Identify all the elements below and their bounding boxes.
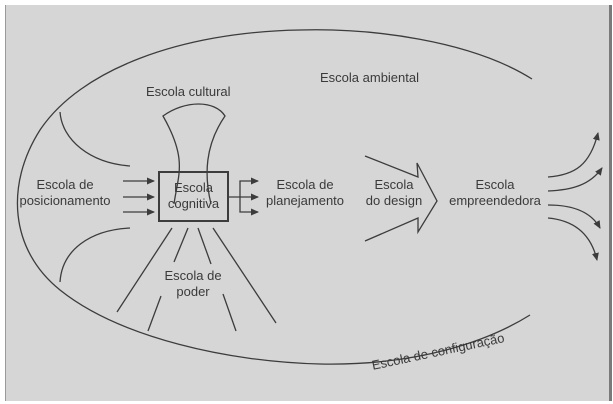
label-line: posicionamento bbox=[19, 193, 111, 208]
label-escola-ambiental: Escola ambiental bbox=[320, 70, 419, 85]
environment-curve bbox=[16, 29, 533, 365]
label-line: do design bbox=[365, 193, 423, 208]
inner-curve-bottom bbox=[59, 227, 131, 283]
label-line: Escola de bbox=[164, 268, 222, 283]
label-escola-planejamento: Escola de planejamento bbox=[260, 177, 350, 209]
diagram-background bbox=[5, 5, 612, 401]
label-escola-poder: Escola de poder bbox=[153, 268, 233, 300]
label-escola-design: Escola do design bbox=[360, 177, 428, 209]
label-escola-posicionamento: Escola de posicionamento bbox=[10, 177, 120, 209]
label-line: Escola bbox=[173, 180, 214, 195]
label-line: planejamento bbox=[265, 193, 345, 208]
label-line: poder bbox=[176, 284, 210, 299]
label-escola-empreendedora: Escola empreendedora bbox=[442, 177, 548, 209]
label-line: Escola bbox=[475, 177, 515, 192]
design-school-chevron bbox=[364, 155, 438, 242]
inner-curve-top bbox=[59, 111, 131, 167]
label-line: cognitiva bbox=[167, 196, 220, 211]
label-line: Escola de bbox=[36, 177, 94, 192]
label-escola-cognitiva: Escola cognitiva bbox=[159, 180, 228, 212]
label-escola-cultural: Escola cultural bbox=[146, 84, 231, 99]
label-line: Escola bbox=[374, 177, 414, 192]
label-line: empreendedora bbox=[449, 193, 541, 208]
cultural-school-shape bbox=[162, 103, 226, 205]
label-line: Escola de bbox=[276, 177, 334, 192]
